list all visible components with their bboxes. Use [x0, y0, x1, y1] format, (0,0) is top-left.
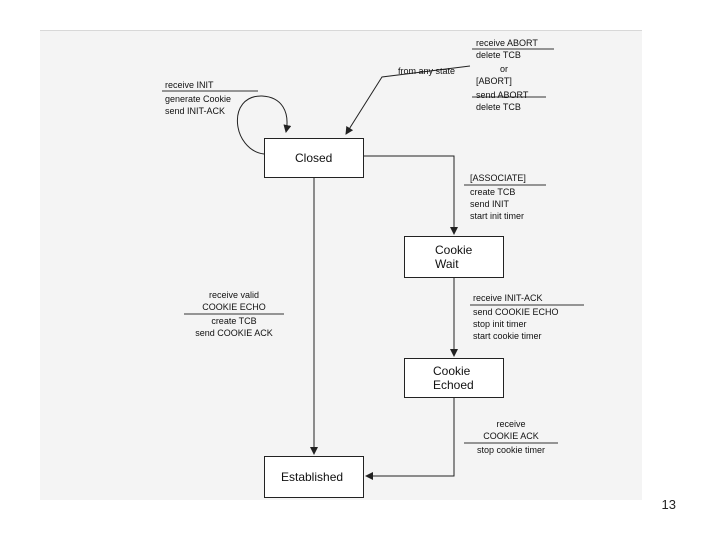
from-any-state-arrow	[345, 65, 471, 135]
init-ack-action-3: start cookie timer	[473, 331, 542, 341]
state-cookie-echoed-line1: Cookie	[433, 364, 471, 378]
from-any-state-label: from any state	[398, 66, 456, 76]
valid-echo-trigger-1: receive valid	[208, 290, 260, 300]
init-label: receive INIT generate Cookie send INIT-A…	[165, 79, 231, 117]
cookie-ack-trigger-2: COOKIE ACK	[483, 431, 539, 441]
state-cookie-wait-line2: Wait	[435, 257, 459, 271]
abort-action2-1: send ABORT	[476, 90, 529, 100]
init-ack-label: receive INIT-ACK send COOKIE ECHO stop i…	[473, 292, 559, 342]
init-ack-action-2: stop init timer	[473, 319, 527, 329]
associate-arrow	[364, 155, 458, 235]
top-divider	[40, 30, 642, 31]
valid-echo-label: receive valid COOKIE ECHO create TCB sen…	[184, 289, 284, 339]
state-cookie-wait-line1: Cookie	[435, 243, 473, 257]
cookie-ack-trigger-1: receive	[496, 419, 526, 429]
cookie-ack-arrow	[365, 398, 455, 480]
page-number: 13	[661, 497, 676, 512]
state-closed-label: Closed	[295, 151, 333, 165]
associate-label: [ASSOCIATE] create TCB send INIT start i…	[470, 172, 526, 222]
state-established: Established	[264, 456, 364, 498]
init-trigger: receive INIT	[165, 80, 214, 90]
associate-trigger: [ASSOCIATE]	[470, 173, 526, 183]
associate-action-1: create TCB	[470, 187, 516, 197]
abort-label: receive ABORT delete TCB or [ABORT] send…	[476, 37, 538, 113]
associate-action-2: send INIT	[470, 199, 510, 209]
diagram-background	[40, 30, 642, 500]
cookie-ack-action-1: stop cookie timer	[476, 445, 546, 455]
valid-echo-trigger-2: COOKIE ECHO	[202, 302, 266, 312]
associate-action-3: start init timer	[470, 211, 525, 221]
init-ack-trigger: receive INIT-ACK	[473, 293, 543, 303]
state-cookie-wait-label: Cookie Wait	[435, 243, 472, 271]
abort-action: delete TCB	[476, 50, 521, 60]
state-cookie-echoed: Cookie Echoed	[404, 358, 504, 398]
init-action-2: send INIT-ACK	[165, 106, 226, 116]
cookie-ack-label: receive COOKIE ACK stop cookie timer	[464, 418, 558, 456]
abort-or: or	[500, 64, 509, 74]
abort-trigger: receive ABORT	[476, 38, 538, 48]
state-closed: Closed	[264, 138, 364, 178]
state-cookie-echoed-label: Cookie Echoed	[433, 364, 474, 392]
init-self-loop-arrow	[237, 95, 292, 155]
state-cookie-echoed-line2: Echoed	[433, 378, 474, 392]
state-established-label: Established	[281, 470, 344, 484]
abort-action2-2: delete TCB	[476, 102, 521, 112]
init-ack-action-1: send COOKIE ECHO	[473, 307, 559, 317]
abort-trigger2: [ABORT]	[476, 76, 512, 86]
valid-echo-action-2: send COOKIE ACK	[195, 328, 273, 338]
state-cookie-wait: Cookie Wait	[404, 236, 504, 278]
init-action-1: generate Cookie	[165, 94, 232, 104]
valid-echo-action-1: create TCB	[211, 316, 257, 326]
